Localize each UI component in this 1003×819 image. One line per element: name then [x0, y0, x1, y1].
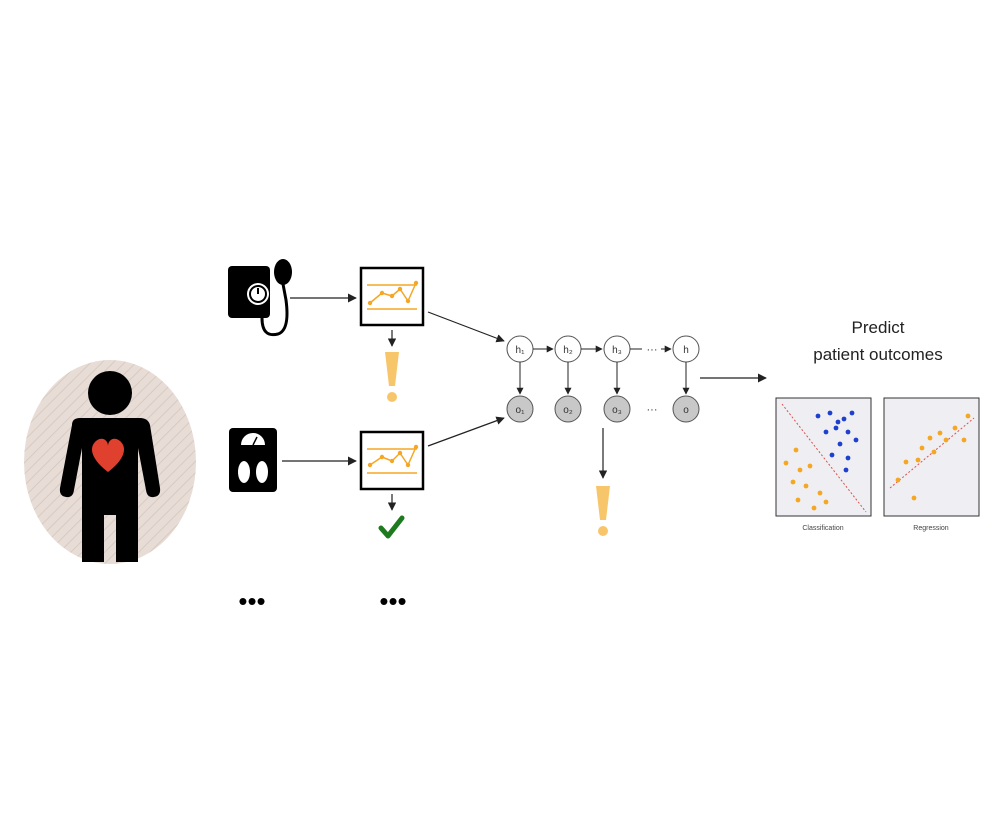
exclamation-icon [596, 486, 610, 536]
observed-node-label: o [683, 405, 689, 416]
hidden-node-label: h [683, 345, 689, 356]
weighing-scale-icon [229, 428, 277, 492]
regression-caption: Regression [913, 525, 949, 532]
prediction-title-line-1: Predict [852, 318, 905, 337]
chart-monitor-icon [359, 266, 425, 327]
observed-node [672, 395, 700, 423]
classification-caption: Classification [802, 525, 843, 532]
blood-pressure-monitor-icon [228, 259, 292, 337]
observed-node-label: o₃ [612, 405, 622, 416]
hidden-node-label: h₃ [612, 345, 622, 356]
exclamation-icon [385, 352, 399, 402]
observed-node [506, 395, 534, 423]
prediction-title-line-2: patient outcomes [813, 345, 942, 364]
hidden-state-nodes: h₁ h₂ h₃ h [506, 335, 700, 363]
classification-plot [775, 397, 872, 517]
monitor-to-model-arrow [427, 311, 505, 343]
heart-icon [92, 438, 124, 472]
monitor-to-model-arrow [427, 416, 505, 447]
observed-node-label: o₁ [516, 405, 526, 416]
observed-nodes: o₁ o₂ o₃ o [506, 395, 700, 423]
observed-node [554, 395, 582, 423]
sequence-ellipsis: ··· [647, 404, 658, 416]
more-devices-marker: ••• [238, 586, 265, 616]
observed-node [603, 395, 631, 423]
more-monitors-marker: ••• [379, 586, 406, 616]
regression-plot [883, 397, 980, 517]
person-icon [59, 371, 161, 562]
chart-monitor-icon [359, 430, 425, 491]
hidden-node-label: h₁ [516, 345, 526, 356]
patient-avatar [24, 360, 196, 564]
hidden-node-label: h₂ [563, 345, 573, 356]
observed-node-label: o₂ [563, 405, 573, 416]
sequence-ellipsis: ··· [647, 344, 658, 356]
checkmark-icon [378, 515, 405, 539]
